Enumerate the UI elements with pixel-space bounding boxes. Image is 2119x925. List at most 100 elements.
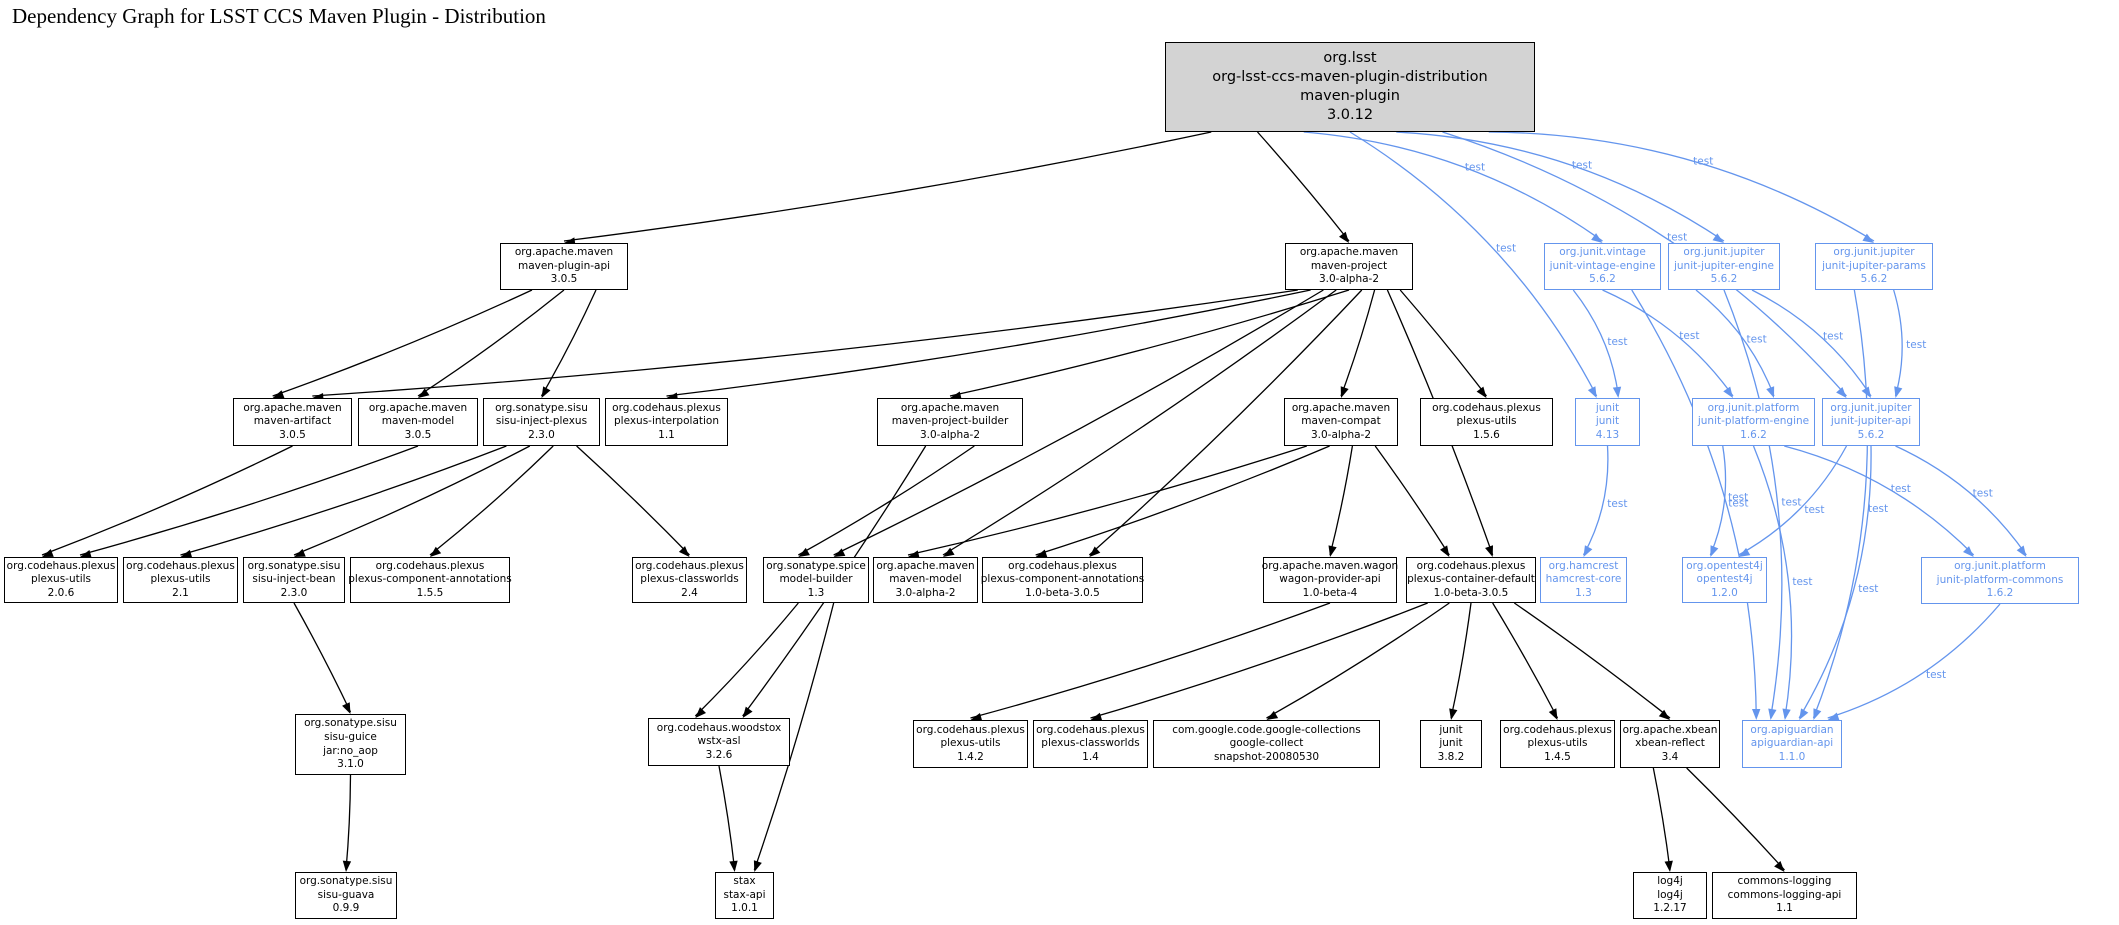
arrowhead xyxy=(1035,549,1048,558)
edge-scope-label: test xyxy=(1747,334,1767,346)
edge-root--junit-vintage-engine xyxy=(1303,131,1603,242)
edge-plexus-container-default--google-collect xyxy=(1266,602,1450,719)
arrowhead xyxy=(1449,708,1458,720)
edge-junit-4-13--hamcrest-core xyxy=(1582,445,1609,556)
edge-maven-project--maven-project-builder xyxy=(949,289,1350,397)
arrowhead xyxy=(342,702,351,714)
edge-scope-label: test xyxy=(1607,498,1627,510)
edge-maven-project--maven-artifact xyxy=(312,289,1298,397)
edge-scope-label: test xyxy=(1693,156,1713,168)
arrowhead xyxy=(1712,233,1724,243)
arrowhead xyxy=(1774,860,1785,872)
arrowhead xyxy=(42,549,54,557)
arrowhead xyxy=(2016,545,2027,557)
arrowhead xyxy=(1485,545,1494,557)
edge-junit-jupiter-params--apiguardian-api xyxy=(1812,289,1869,719)
edge-junit-platform-engine--opentest4j xyxy=(1709,445,1727,556)
edge-scope-label: test xyxy=(1891,483,1911,495)
arrowhead xyxy=(1658,709,1670,720)
edge-scope-label: test xyxy=(1858,583,1878,595)
arrowhead xyxy=(1751,708,1761,720)
edge-root--maven-project xyxy=(1257,131,1350,242)
arrowhead xyxy=(798,547,810,557)
edge-maven-project--maven-model-3-0-alpha-2 xyxy=(942,289,1337,556)
arrowhead xyxy=(1340,386,1349,398)
edge-sisu-inject-plexus--sisu-inject-bean xyxy=(293,445,531,556)
edge-junit-vintage-engine--apiguardian-api xyxy=(1631,289,1757,719)
edge-scope-label: test xyxy=(1607,336,1627,348)
arrowhead xyxy=(1768,708,1777,720)
arrowhead xyxy=(943,547,955,557)
edge-sisu-inject-plexus--plexus-component-annotations-1-5-5 xyxy=(429,445,554,556)
edge-junit-jupiter-api--apiguardian-api xyxy=(1798,445,1872,719)
edge-maven-compat--wagon-provider-api xyxy=(1329,445,1354,556)
arrowhead xyxy=(1440,545,1450,557)
edge-maven-project-builder--model-builder xyxy=(798,445,975,556)
edge-maven-compat--plexus-container-default xyxy=(1374,445,1450,556)
arrowhead xyxy=(1266,710,1279,720)
edge-maven-compat--maven-model-3-0-alpha-2 xyxy=(907,445,1307,556)
arrowhead xyxy=(1738,547,1751,557)
edge-scope-label: test xyxy=(1926,669,1946,681)
arrowhead xyxy=(180,549,193,558)
edge-scope-label: test xyxy=(1792,576,1812,588)
arrowhead xyxy=(430,546,442,557)
edge-maven-model-3-0-5--plexus-utils-2-0-6 xyxy=(79,445,419,556)
edge-junit-jupiter-engine--junit-platform-engine xyxy=(1695,289,1775,397)
edge-maven-project--plexus-component-annotations-1-0-beta xyxy=(1088,289,1363,556)
arrowhead xyxy=(833,548,846,557)
edge-scope-label: test xyxy=(1804,504,1824,516)
edge-scope-label: test xyxy=(1572,160,1592,172)
edge-junit-platform-engine--apiguardian-api xyxy=(1752,445,1793,719)
arrowhead xyxy=(1476,386,1487,398)
edge-junit-jupiter-engine--apiguardian-api xyxy=(1723,289,1783,719)
edge-xbean-reflect--log4j xyxy=(1652,767,1671,871)
arrowhead xyxy=(695,707,707,718)
arrowhead xyxy=(1862,233,1874,243)
arrowhead xyxy=(1548,708,1558,720)
arrowhead xyxy=(753,860,762,872)
edge-sisu-inject-plexus--plexus-classworlds-2-4 xyxy=(576,445,690,556)
edge-maven-project--maven-compat xyxy=(1340,289,1376,397)
arrowhead xyxy=(1766,386,1775,398)
arrowhead xyxy=(950,391,962,400)
arrowhead xyxy=(294,548,306,557)
edge-root--junit-jupiter-engine xyxy=(1396,131,1725,242)
edge-scope-label: test xyxy=(1868,503,1888,515)
edge-root--junit-jupiter-params xyxy=(1488,131,1875,242)
arrowhead xyxy=(1587,386,1597,398)
arrowhead xyxy=(1894,386,1903,398)
edge-scope-label: test xyxy=(1728,491,1748,503)
arrowhead xyxy=(1836,386,1847,398)
edge-maven-plugin-api--sisu-inject-plexus xyxy=(540,289,597,397)
arrowhead xyxy=(1710,545,1719,557)
arrowhead xyxy=(1612,386,1622,398)
edge-plexus-container-default--junit-3-8-2 xyxy=(1450,602,1472,719)
arrowhead xyxy=(1827,712,1840,721)
arrowhead xyxy=(742,706,753,718)
edge-junit-platform-engine--junit-platform-commons xyxy=(1784,445,1975,556)
arrowhead xyxy=(1799,708,1809,720)
edge-scope-label: test xyxy=(1973,487,1993,499)
